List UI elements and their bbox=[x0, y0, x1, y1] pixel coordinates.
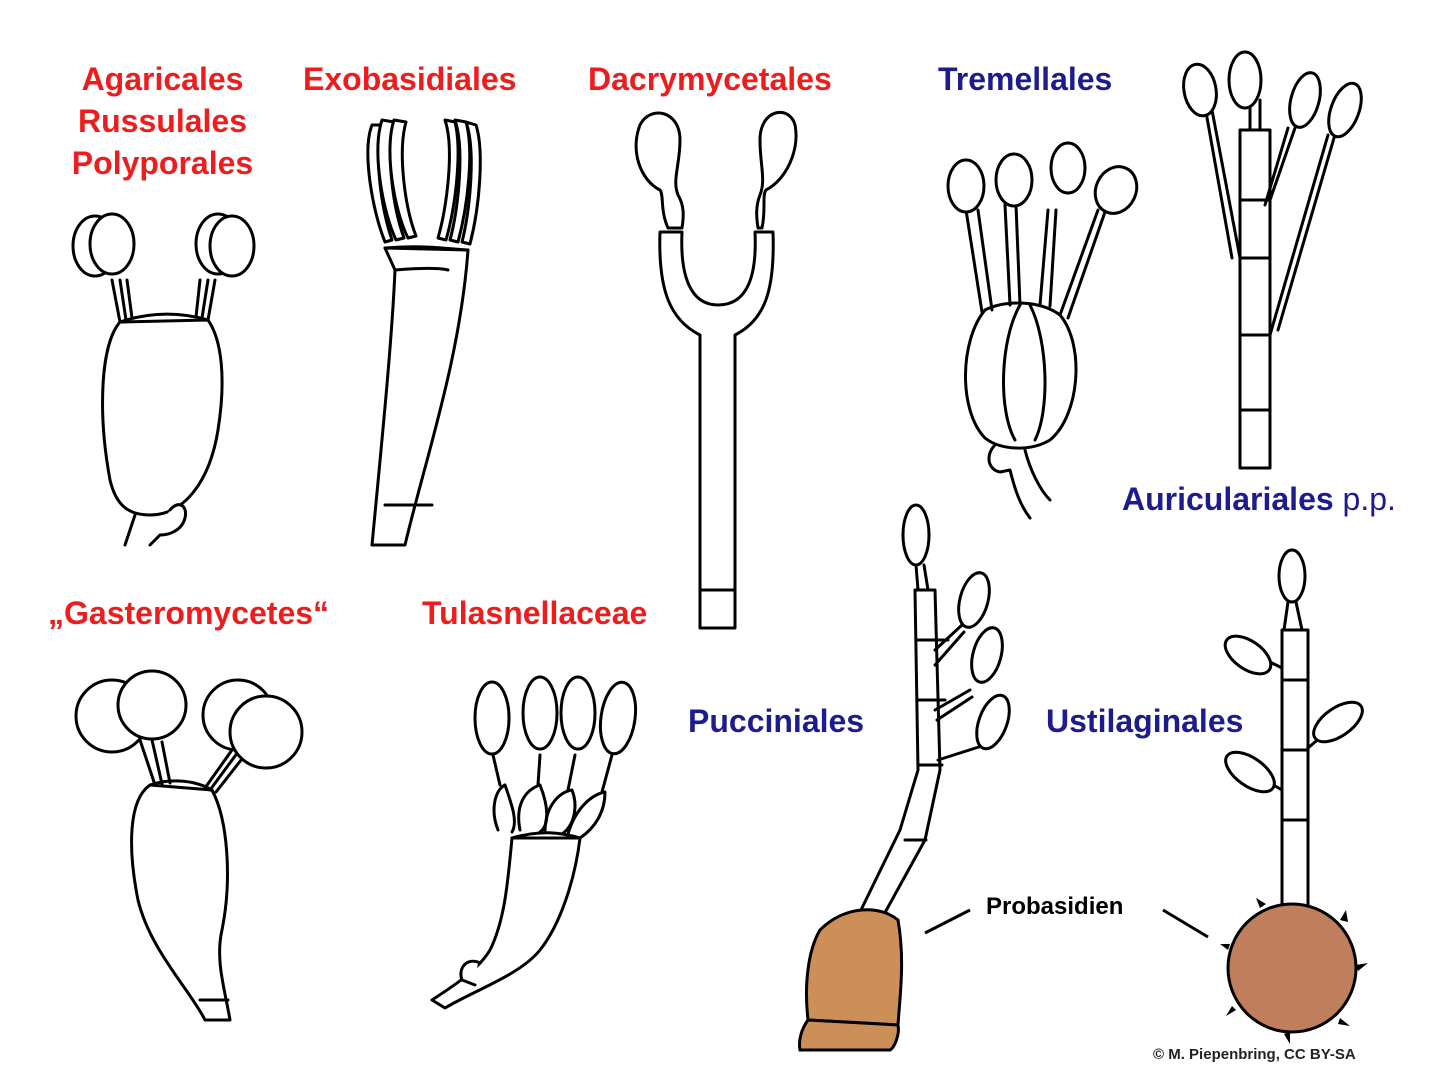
label-tremellales: Tremellales bbox=[938, 61, 1113, 97]
label-ustilaginales: Ustilaginales bbox=[1046, 703, 1244, 739]
exobasidiales-basidium bbox=[366, 118, 482, 547]
label-auriculariales-group: Auriculariales p.p. bbox=[1122, 478, 1396, 520]
gasteromycetes-basidium bbox=[74, 669, 304, 1022]
tulasnellaceae-basidium bbox=[430, 675, 638, 1010]
probasidien-pointer-right bbox=[1162, 908, 1209, 939]
label-auriculariales-suffix: p.p. bbox=[1342, 481, 1396, 517]
dacrymycetales-basidium bbox=[634, 110, 798, 630]
agaricales-basidium bbox=[71, 212, 256, 547]
ustilaginales-basidium bbox=[1220, 548, 1368, 1044]
label-gasteromycetes: „Gasteromycetes“ bbox=[48, 595, 330, 631]
credit-line: © M. Piepenbring, CC BY-SA bbox=[1153, 1046, 1356, 1063]
auriculariales-basidium bbox=[1182, 50, 1363, 470]
label-russulales: Russulales bbox=[78, 103, 247, 139]
pucciniales-probasidium bbox=[805, 908, 904, 1027]
label-auriculariales: Auriculariales bbox=[1122, 481, 1334, 517]
label-agaricales-group: Agaricales Russulales Polyporales bbox=[60, 58, 265, 184]
label-tulasnellaceae: Tulasnellaceae bbox=[422, 595, 648, 631]
pucciniales-basidium bbox=[798, 503, 1011, 1052]
probasidien-pointer-left bbox=[924, 908, 971, 935]
label-probasidien: Probasidien bbox=[986, 893, 1124, 920]
label-dacrymycetales: Dacrymycetales bbox=[588, 61, 832, 97]
label-polyporales: Polyporales bbox=[71, 145, 254, 181]
tremellales-basidium bbox=[946, 141, 1139, 520]
label-exobasidiales: Exobasidiales bbox=[303, 61, 517, 97]
ustilaginales-probasidium bbox=[1226, 902, 1358, 1034]
label-agaricales: Agaricales bbox=[81, 61, 244, 97]
label-pucciniales: Pucciniales bbox=[688, 703, 865, 739]
